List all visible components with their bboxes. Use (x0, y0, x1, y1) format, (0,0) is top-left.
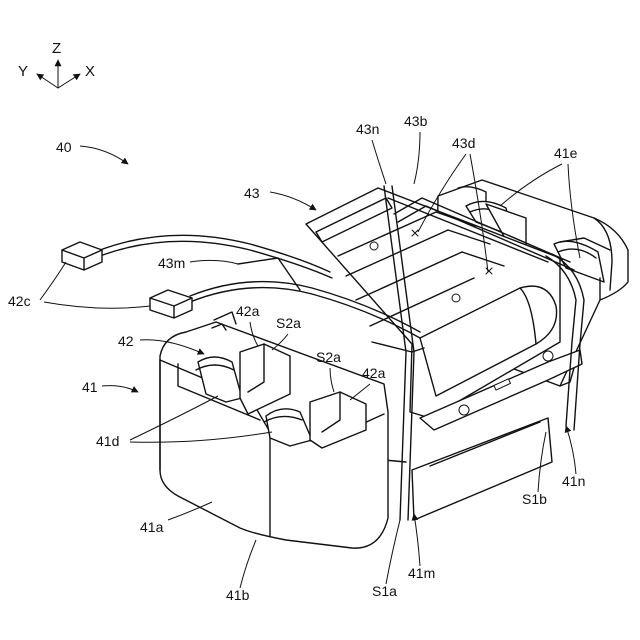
label-43: 43 (244, 185, 260, 201)
label-41m: 41m (408, 565, 435, 581)
left-compartment (160, 312, 388, 548)
label-S2a-1: S2a (276, 315, 301, 331)
label-42: 42 (118, 333, 134, 349)
label-S2a-2: S2a (316, 349, 341, 365)
leader-43n (372, 140, 386, 184)
frame-43-hole-2 (452, 294, 460, 302)
label-S1b: S1b (522, 491, 547, 507)
label-42a-1: 42a (236, 303, 260, 319)
label-41b: 41b (226, 587, 250, 603)
leader-41n (566, 426, 576, 474)
label-41d: 41d (96, 433, 119, 449)
label-S1a: S1a (372, 583, 397, 599)
leader-41b (240, 540, 256, 588)
label-42c: 42c (8, 293, 31, 309)
label-41a: 41a (140, 519, 164, 535)
z-axis-label: Z (52, 40, 61, 57)
y-axis-arrow (37, 74, 58, 88)
frame-43-boss-1 (543, 351, 553, 361)
leader-41 (102, 386, 138, 392)
connector-42c-1 (62, 242, 102, 270)
label-42a-2: 42a (362, 365, 386, 381)
leader-43m (190, 260, 238, 264)
frame-43-hole-1 (370, 242, 378, 250)
leader-42c-1 (40, 262, 66, 300)
leader-41m (414, 514, 420, 566)
wire-1 (100, 235, 330, 272)
x-axis-label: X (85, 63, 95, 80)
label-43b: 43b (404, 113, 428, 129)
connector-42c-2 (150, 290, 192, 318)
label-41: 41 (82, 379, 98, 395)
leader-43b (414, 132, 420, 184)
wire-1b (100, 241, 332, 278)
frame-43-boss-2 (459, 405, 469, 415)
label-41n: 41n (562, 473, 585, 489)
label-43n: 43n (356, 121, 379, 137)
leader-41a (168, 502, 212, 520)
axis-indicator: Z Y X (18, 40, 95, 88)
label-43d: 43d (452, 135, 475, 151)
x-axis-arrow (58, 74, 80, 88)
label-43m: 43m (158, 255, 185, 271)
leader-S1a (386, 520, 400, 584)
y-axis-label: Y (18, 63, 28, 80)
label-41e: 41e (554, 145, 578, 161)
leader-43 (270, 192, 316, 210)
leader-42c-2 (44, 302, 150, 308)
leader-40 (80, 146, 128, 164)
label-40: 40 (56, 139, 72, 155)
